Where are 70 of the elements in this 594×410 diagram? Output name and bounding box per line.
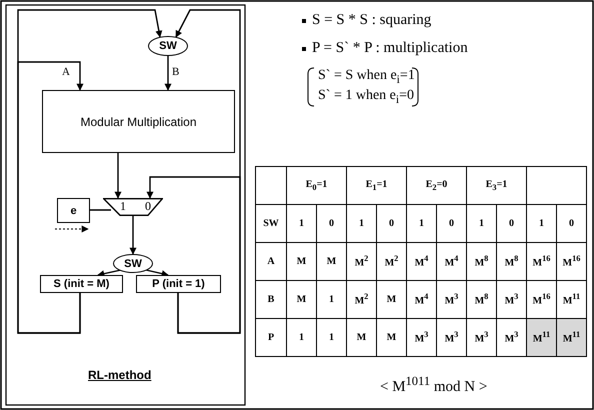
table-value: M$^{11}$ bbox=[556, 318, 586, 356]
edge-label: A bbox=[62, 66, 70, 78]
formula-text: P = S` * P : multiplication bbox=[312, 40, 468, 57]
table-value: M bbox=[286, 242, 316, 280]
edge-label: B bbox=[172, 66, 180, 78]
table-value: 1 bbox=[316, 318, 346, 356]
table-value: 0 bbox=[376, 204, 406, 242]
row-header: P bbox=[256, 318, 286, 356]
table-value: M$^{3}$ bbox=[436, 318, 466, 356]
column-header: E$_{0}$=1 bbox=[286, 166, 346, 204]
table-value: M bbox=[376, 280, 406, 318]
table-value: M$^{4}$ bbox=[406, 280, 436, 318]
table-value: M$^{8}$ bbox=[466, 280, 496, 318]
column-header: E$_{2}$=0 bbox=[406, 166, 466, 204]
input-label: 0 bbox=[145, 199, 151, 214]
table-value: 1 bbox=[406, 204, 436, 242]
table-value: M$^{16}$ bbox=[526, 242, 556, 280]
table-value: M$^{8}$ bbox=[466, 242, 496, 280]
formula-text: S` = 1 when e$_{i}$=0 bbox=[318, 88, 414, 106]
table-value: M$^{2}$ bbox=[376, 242, 406, 280]
arrow bbox=[146, 176, 241, 334]
table-value: M$^{11}$ bbox=[526, 318, 556, 356]
table-value: M bbox=[316, 242, 346, 280]
table-value: M$^{2}$ bbox=[346, 242, 376, 280]
table-value: M$^{8}$ bbox=[496, 242, 526, 280]
table-value: 0 bbox=[436, 204, 466, 242]
register-box: P (init = 1) bbox=[136, 275, 221, 293]
table-value: 1 bbox=[316, 280, 346, 318]
caption-text: RL-method bbox=[88, 368, 152, 382]
register-box: e bbox=[57, 198, 90, 223]
table-value: M$^{2}$ bbox=[346, 280, 376, 318]
table-value: M bbox=[376, 318, 406, 356]
formula-text: S` = S when e$_{i}$=1 bbox=[318, 68, 415, 86]
table-value: 0 bbox=[316, 204, 346, 242]
register-box: S (init = M) bbox=[40, 275, 123, 293]
column-header: E$_{3}$=1 bbox=[466, 166, 526, 204]
arrow bbox=[130, 216, 136, 255]
connector-line bbox=[90, 209, 111, 211]
table-value: M$^{3}$ bbox=[496, 280, 526, 318]
process-box: Modular Multiplication bbox=[42, 90, 235, 153]
table-value: 1 bbox=[526, 204, 556, 242]
arrow bbox=[146, 269, 169, 278]
row-header: B bbox=[256, 280, 286, 318]
table-value: M$^{16}$ bbox=[556, 242, 586, 280]
table-value: M bbox=[346, 318, 376, 356]
row-header: A bbox=[256, 242, 286, 280]
table-value: M$^{3}$ bbox=[466, 318, 496, 356]
row-header: SW bbox=[256, 204, 286, 242]
table-value: 0 bbox=[496, 204, 526, 242]
table-value: 1 bbox=[466, 204, 496, 242]
arrow bbox=[17, 61, 84, 334]
switch-ellipse: SW bbox=[113, 254, 153, 273]
caption-text: < M$^{1011}$ mod N > bbox=[380, 374, 488, 396]
table-value: 0 bbox=[556, 204, 586, 242]
table-value: M$^{4}$ bbox=[406, 242, 436, 280]
arrow bbox=[97, 269, 122, 278]
arrow bbox=[164, 56, 172, 91]
multiplexer bbox=[103, 198, 163, 216]
arrow bbox=[114, 153, 122, 199]
column-header: E$_{1}$=1 bbox=[346, 166, 406, 204]
table-value: 1 bbox=[286, 204, 316, 242]
table-value: 1 bbox=[286, 318, 316, 356]
input-label: 1 bbox=[120, 199, 126, 214]
switch-ellipse: SW bbox=[148, 36, 188, 56]
table-value: M$^{3}$ bbox=[436, 280, 466, 318]
table-value: M$^{3}$ bbox=[406, 318, 436, 356]
table-value: M$^{4}$ bbox=[436, 242, 466, 280]
formula-text: S = S * S : squaring bbox=[312, 12, 432, 29]
table-value: M bbox=[286, 280, 316, 318]
table-value: 1 bbox=[346, 204, 376, 242]
